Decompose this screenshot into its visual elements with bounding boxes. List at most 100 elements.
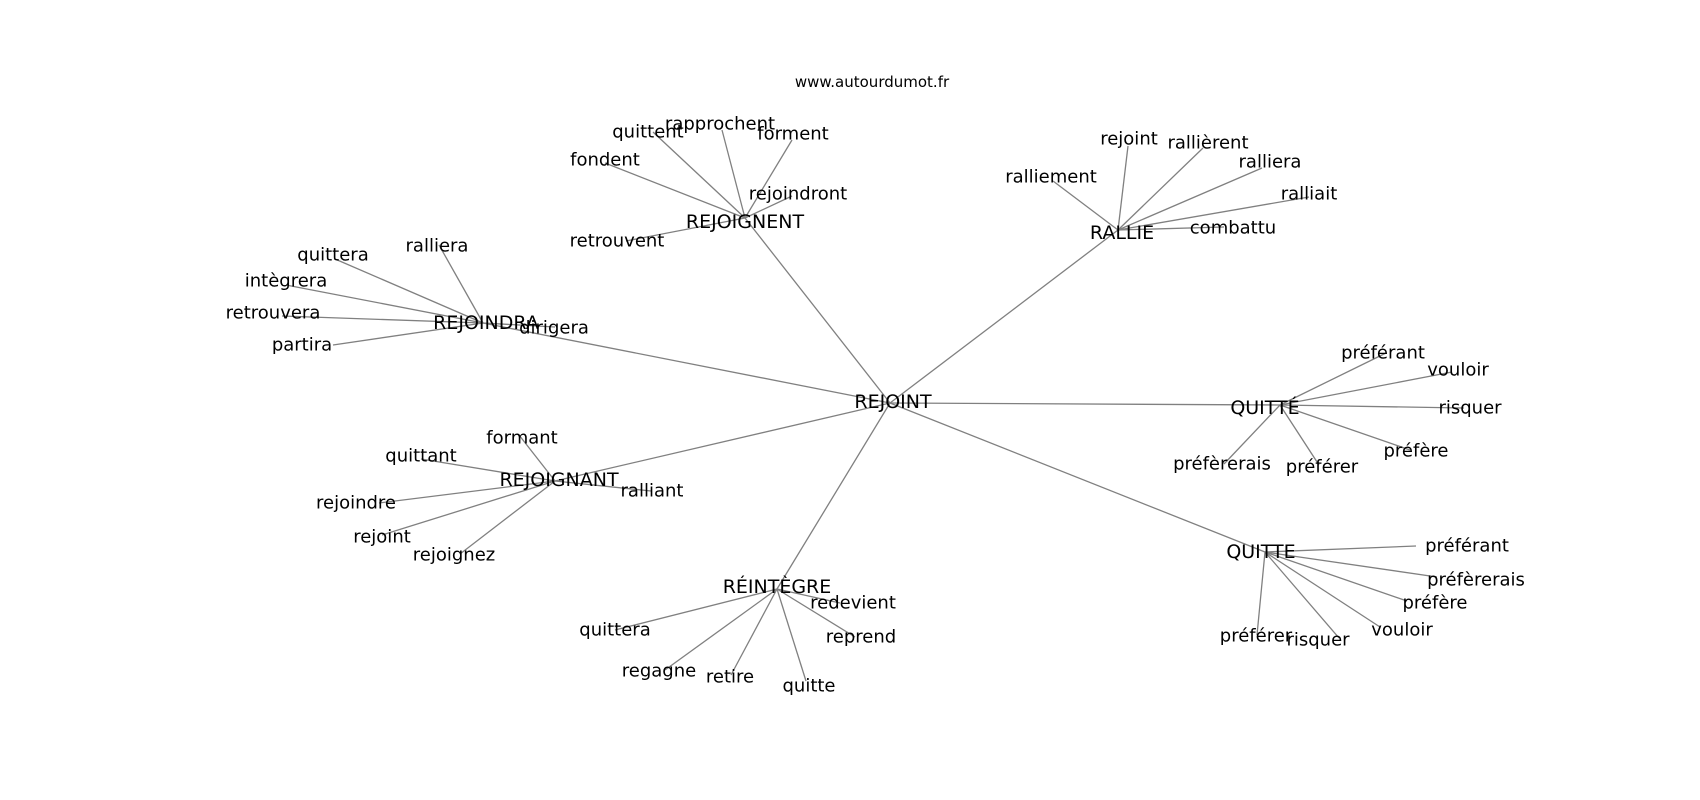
hub-label-rejoignant: REJOIGNANT bbox=[499, 469, 619, 491]
edge-rejoignent-0 bbox=[652, 131, 746, 219]
leaf-label-quitte-accent-5: préfèrerais bbox=[1173, 454, 1271, 475]
leaf-label-reintegre-4: retire bbox=[706, 667, 754, 688]
edge-reintegre-0 bbox=[776, 588, 841, 604]
edge-rejoindra-2 bbox=[285, 284, 484, 324]
edge-quitte-3 bbox=[1264, 551, 1381, 628]
leaf-label-quitte-accent-2: risquer bbox=[1438, 398, 1502, 419]
leaf-label-quitte-accent-0: préférant bbox=[1341, 343, 1425, 364]
leaf-label-rejoignent-1: rapprochent bbox=[665, 114, 775, 135]
leaf-label-rejoignant-4: rejoignez bbox=[413, 545, 495, 566]
edge-rejoindra-0 bbox=[438, 244, 484, 324]
edge-reintegre-2 bbox=[614, 588, 778, 631]
hub-label-quitte: QUITTE bbox=[1226, 541, 1295, 563]
leaf-label-rallie-3: ralliement bbox=[1005, 167, 1097, 188]
edge-rejoignent-4 bbox=[744, 195, 793, 219]
leaf-label-rallie-5: combattu bbox=[1190, 218, 1276, 239]
leaf-label-quitte-4: risquer bbox=[1286, 630, 1350, 651]
edge-center-rejoignent bbox=[744, 217, 891, 404]
edge-rejoindra-1 bbox=[334, 258, 484, 324]
edge-quitte-5 bbox=[1256, 551, 1266, 636]
leaf-label-reintegre-5: quitte bbox=[782, 676, 835, 697]
edge-rallie-3 bbox=[1052, 180, 1119, 231]
leaf-label-rejoindra-4: partira bbox=[272, 335, 332, 356]
leaf-label-rejoindra-0: ralliera bbox=[406, 236, 469, 257]
watermark: www.autourdumot.fr bbox=[795, 73, 950, 91]
edge-rejoignent-1 bbox=[721, 129, 746, 219]
edge-rejoignant-1 bbox=[420, 458, 556, 482]
edge-center-rejoindra bbox=[482, 322, 891, 404]
edge-quitte-4 bbox=[1264, 551, 1340, 639]
graph-edges bbox=[281, 129, 1465, 682]
center-node-label: REJOINT bbox=[854, 391, 932, 413]
edge-reintegre-1 bbox=[776, 588, 856, 638]
edge-rejoignant-5 bbox=[554, 480, 652, 492]
hub-label-quitte-accent: QUITTÉ bbox=[1230, 396, 1299, 419]
edge-quitte-accent-5 bbox=[1223, 404, 1281, 465]
edge-quitte-0 bbox=[1264, 545, 1417, 553]
edge-rejoindra-3 bbox=[281, 315, 484, 324]
edge-rejoindra-4 bbox=[332, 322, 484, 346]
leaf-label-quitte-5: préférer bbox=[1220, 626, 1293, 647]
edge-rejoignant-2 bbox=[378, 480, 556, 504]
leaf-label-rejoignent-5: retrouvent bbox=[570, 231, 665, 252]
edge-rejoignent-5 bbox=[625, 217, 746, 242]
edge-reintegre-3 bbox=[664, 588, 778, 671]
leaf-label-rejoignant-5: ralliant bbox=[621, 481, 684, 502]
leaf-label-rejoignant-3: rejoint bbox=[353, 527, 411, 548]
leaf-label-quitte-1: préfèrerais bbox=[1427, 570, 1525, 591]
leaf-label-quitte-0: préférant bbox=[1425, 536, 1509, 557]
leaf-label-rejoindra-2: intègrera bbox=[245, 271, 327, 292]
edge-center-quitte bbox=[889, 402, 1266, 553]
edge-rejoignent-3 bbox=[604, 162, 746, 219]
leaf-label-rallie-4: ralliait bbox=[1281, 184, 1338, 205]
edge-rallie-2 bbox=[1117, 167, 1263, 231]
edge-quitte-accent-4 bbox=[1279, 404, 1320, 466]
leaf-label-rejoignent-4: rejoindront bbox=[749, 184, 847, 205]
leaf-label-rejoignent-0: quittent bbox=[612, 122, 684, 143]
leaf-label-rejoignant-0: formant bbox=[486, 428, 557, 449]
leaf-label-rejoignant-1: quittant bbox=[385, 446, 456, 467]
leaf-label-quitte-accent-1: vouloir bbox=[1427, 360, 1489, 381]
leaf-label-rejoignent-3: fondent bbox=[570, 150, 640, 171]
edge-center-rallie bbox=[889, 229, 1119, 404]
leaf-label-rejoindra-1: quittera bbox=[297, 245, 368, 266]
edge-center-rejoignant bbox=[554, 402, 891, 482]
leaf-label-rejoignant-2: rejoindre bbox=[316, 493, 396, 514]
leaf-label-rallie-2: ralliera bbox=[1239, 152, 1302, 173]
leaf-label-reintegre-1: reprend bbox=[826, 627, 896, 648]
leaf-label-rejoindra-5: dirigera bbox=[519, 318, 589, 339]
edge-quitte-accent-0 bbox=[1279, 352, 1387, 406]
edge-rejoignant-3 bbox=[381, 480, 556, 536]
edge-center-reintegre bbox=[776, 402, 891, 590]
leaf-label-reintegre-0: redevient bbox=[810, 593, 896, 614]
hub-label-rejoignent: REJOIGNENT bbox=[686, 211, 805, 233]
edge-reintegre-4 bbox=[730, 588, 778, 676]
edge-quitte-accent-1 bbox=[1279, 371, 1453, 406]
edge-reintegre-5 bbox=[776, 588, 807, 682]
edge-quitte-1 bbox=[1264, 551, 1438, 578]
edge-rallie-4 bbox=[1117, 196, 1310, 231]
leaf-label-rallie-0: rejoint bbox=[1100, 129, 1158, 150]
edge-quitte-2 bbox=[1264, 551, 1408, 602]
hub-label-reintegre: RÉINTÈGRE bbox=[723, 575, 832, 598]
edge-rejoignent-2 bbox=[744, 139, 793, 219]
edge-rallie-0 bbox=[1117, 145, 1129, 231]
leaf-label-reintegre-3: regagne bbox=[622, 661, 696, 682]
edge-rejoignant-0 bbox=[518, 434, 556, 482]
edge-quitte-accent-2 bbox=[1279, 404, 1465, 409]
leaf-label-quitte-2: préfère bbox=[1403, 593, 1468, 614]
leaf-label-quitte-3: vouloir bbox=[1371, 620, 1433, 641]
edge-quitte-accent-3 bbox=[1279, 404, 1411, 451]
edge-rallie-1 bbox=[1117, 147, 1204, 231]
edge-rejoignant-4 bbox=[459, 480, 556, 555]
edge-rallie-5 bbox=[1117, 226, 1225, 231]
leaf-label-rallie-1: rallièrent bbox=[1167, 133, 1248, 154]
hub-label-rallie: RALLIE bbox=[1090, 222, 1154, 244]
leaf-label-quitte-accent-4: préférer bbox=[1286, 457, 1359, 478]
leaf-label-rejoindra-3: retrouvera bbox=[226, 303, 321, 324]
leaf-label-rejoignent-2: forment bbox=[757, 124, 829, 145]
hub-label-rejoindra: REJOINDRA bbox=[433, 312, 539, 334]
leaf-label-quitte-accent-3: préfère bbox=[1384, 441, 1449, 462]
